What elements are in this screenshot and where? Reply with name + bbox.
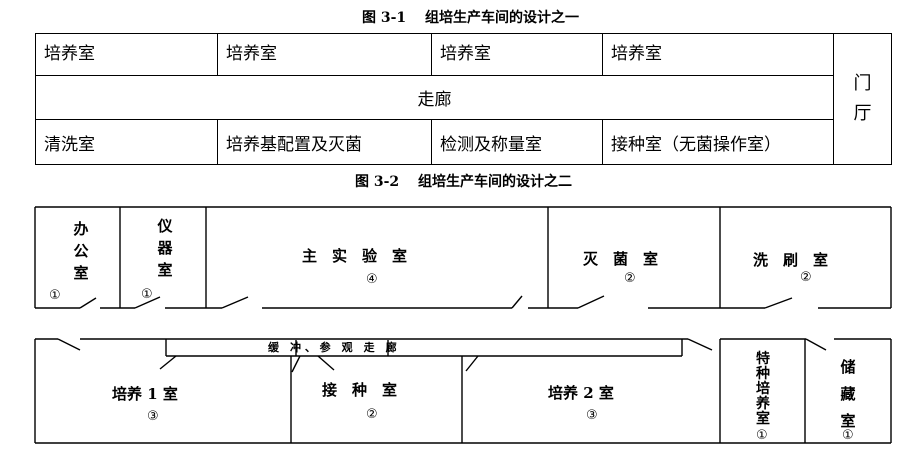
buffer-corridor-label: 缓 冲 、 参 观 走 廊 — [268, 341, 397, 354]
office-label: 办 公 室 — [66, 218, 96, 284]
door-swing — [465, 355, 479, 372]
special-culture-room-count: ① — [756, 428, 768, 443]
door-swing — [764, 297, 793, 309]
door-swing — [79, 297, 97, 309]
washing-room-cell: 清洗室 — [35, 119, 218, 165]
main-lab-count: ④ — [366, 272, 378, 287]
sterilization-room-label: 灭 菌 室 — [583, 250, 659, 268]
door-swing — [291, 355, 301, 373]
instrument-room-char: 器 — [157, 239, 173, 257]
culture-room-1-count: ③ — [147, 409, 159, 424]
door-swing — [511, 295, 523, 309]
instrument-room-label: 仪 器 室 — [150, 215, 180, 281]
storage-room-count: ① — [842, 428, 854, 443]
special-culture-room-label: 特 种 培 养 室 — [752, 352, 774, 427]
instrument-room-char: 仪 — [157, 217, 173, 235]
instrument-room-char: 室 — [157, 261, 173, 279]
special-culture-room-char: 养 — [756, 396, 770, 412]
entrance-hall-char: 门 — [853, 73, 872, 94]
door-swing — [159, 355, 177, 370]
instrument-room-count: ① — [141, 287, 153, 302]
wash-room-label: 洗 刷 室 — [753, 251, 829, 269]
figure-3-2-caption: 图 3-2 组培生产车间的设计之二 — [355, 174, 573, 190]
wash-room-count: ② — [800, 270, 812, 285]
culture-room-cell: 培养室 — [602, 33, 834, 76]
inoculation-room-count: ② — [366, 407, 378, 422]
office-char: 室 — [73, 264, 89, 282]
storage-room-char: 储 — [840, 358, 856, 376]
corridor-cell: 走廊 — [35, 75, 834, 120]
storage-room-label: 储 藏 室 — [837, 354, 859, 435]
sterilization-room-count: ② — [624, 271, 636, 286]
entrance-hall-char: 厅 — [853, 103, 872, 124]
culture-room-cell: 培养室 — [35, 33, 218, 76]
door-swing — [577, 295, 605, 309]
special-culture-room-char: 培 — [756, 381, 770, 397]
testing-room-cell: 检测及称量室 — [431, 119, 603, 165]
office-char: 办 — [73, 220, 89, 238]
special-culture-room-char: 种 — [756, 366, 770, 382]
entrance-hall-cell: 门 厅 — [833, 33, 892, 165]
door-swing — [221, 296, 249, 309]
special-culture-room-char: 室 — [756, 411, 770, 427]
door-swing — [805, 338, 827, 351]
door-swing — [687, 338, 713, 351]
storage-room-char: 藏 — [840, 385, 856, 403]
storage-room-char: 室 — [840, 412, 856, 430]
inoculation-room-label: 接 种 室 — [322, 381, 398, 399]
culture-room-2-label: 培养 2 室 — [548, 384, 614, 402]
inoculation-room-cell: 接种室（无菌操作室） — [602, 119, 834, 165]
culture-room-2-count: ③ — [586, 408, 598, 423]
door-swing — [134, 296, 161, 309]
door-swing — [57, 338, 81, 351]
culture-room-cell: 培养室 — [431, 33, 603, 76]
door-swing — [317, 355, 335, 371]
culture-room-1-label: 培养 1 室 — [112, 385, 178, 403]
culture-room-cell: 培养室 — [217, 33, 432, 76]
office-char: 公 — [73, 242, 89, 260]
special-culture-room-char: 特 — [756, 351, 770, 367]
office-count: ① — [49, 288, 61, 303]
medium-prep-room-cell: 培养基配置及灭菌 — [217, 119, 432, 165]
workshop-layout-table: 培养室 培养室 培养室 培养室 门 厅 走廊 清洗室 培养基配置及灭菌 检测及称… — [35, 33, 892, 165]
main-lab-label: 主 实 验 室 — [302, 247, 408, 265]
figure-3-1-caption: 图 3-1 组培生产车间的设计之一 — [362, 10, 580, 26]
